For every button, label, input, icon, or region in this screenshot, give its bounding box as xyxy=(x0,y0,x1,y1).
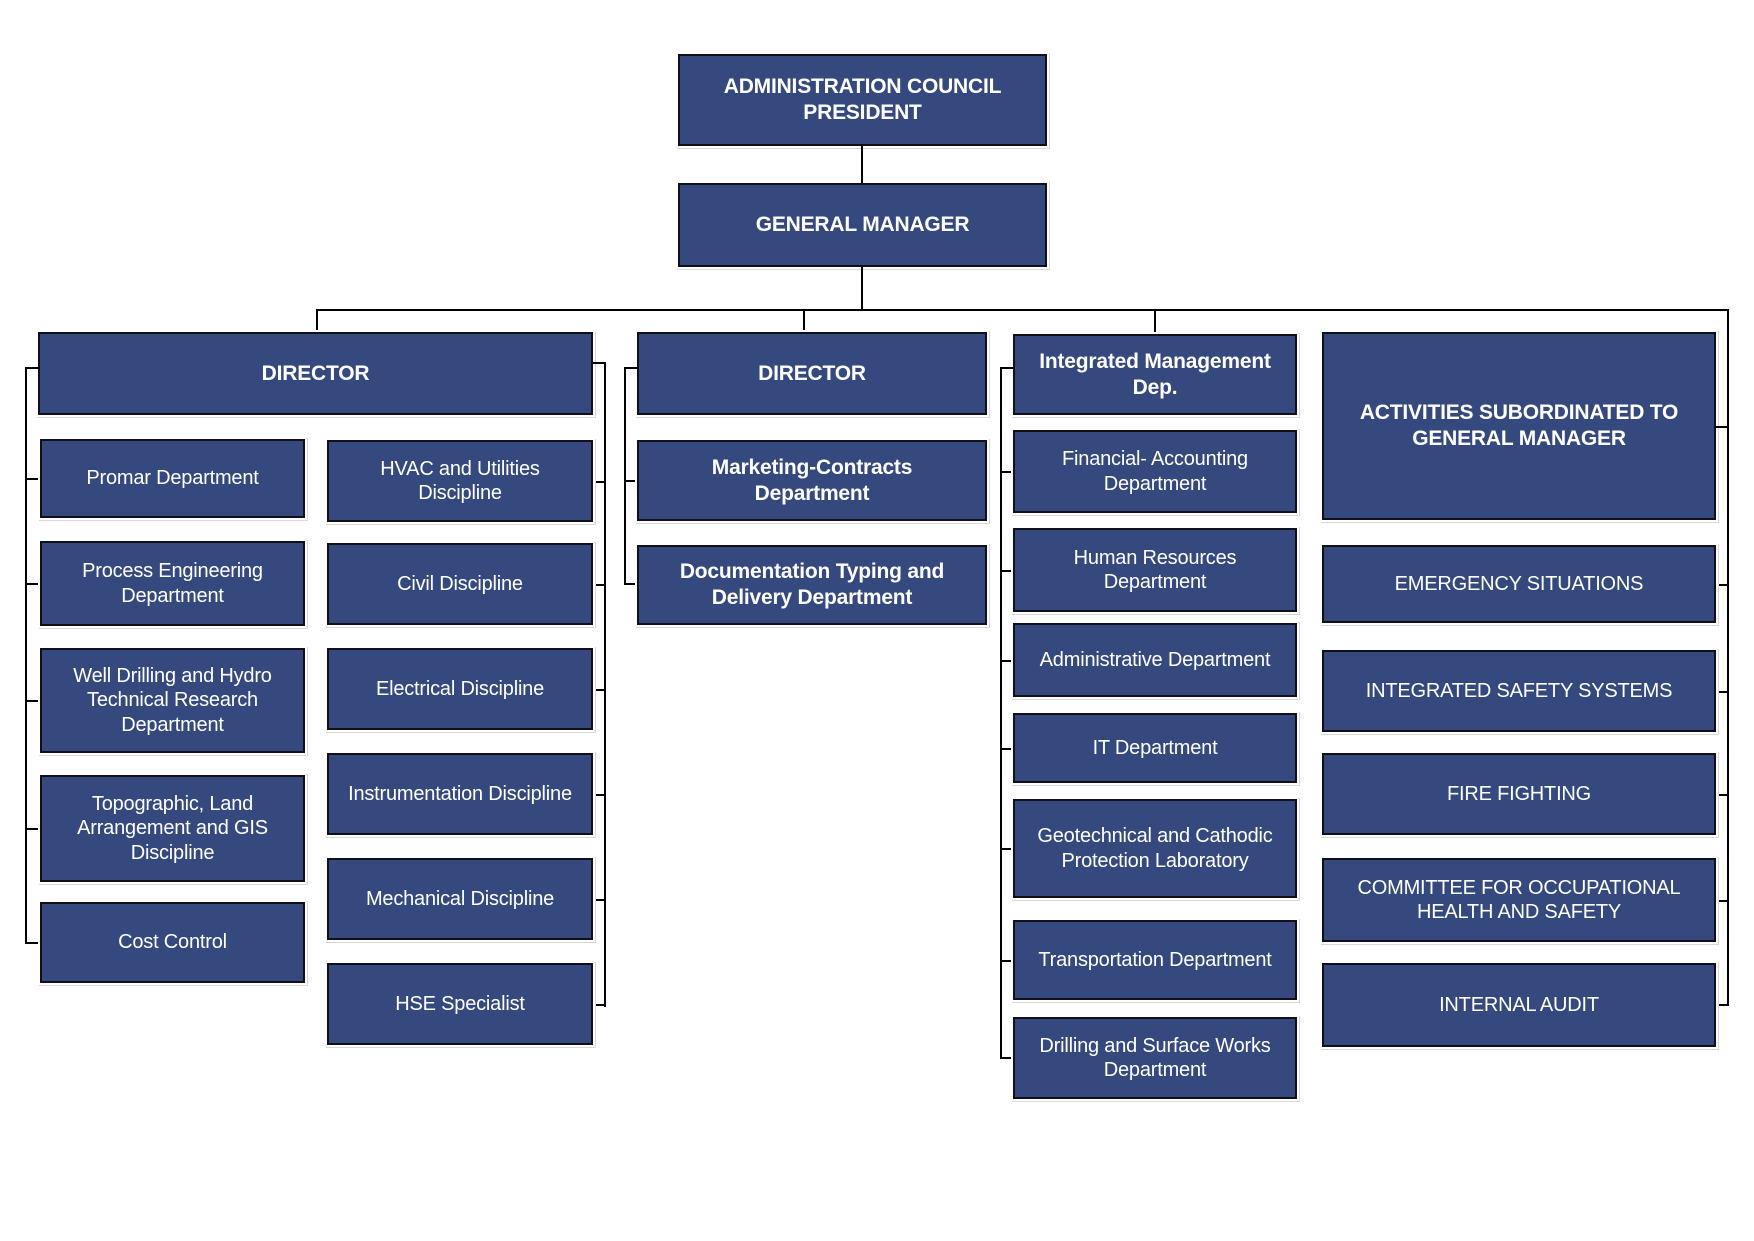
connector xyxy=(1154,309,1156,334)
connector xyxy=(1000,471,1015,473)
connector xyxy=(624,367,639,369)
box-marketing-contracts-department: Marketing-Contracts Department xyxy=(637,440,987,521)
box-internal-audit: INTERNAL AUDIT xyxy=(1322,963,1716,1047)
connector xyxy=(1000,367,1002,1059)
connector xyxy=(803,309,805,332)
connector xyxy=(1727,309,1729,1006)
box-promar-department: Promar Department xyxy=(40,439,305,518)
box-integrated-management-dep: Integrated Management Dep. xyxy=(1013,334,1297,415)
box-well-drilling-department: Well Drilling and Hydro Technical Resear… xyxy=(40,648,305,753)
box-fire-fighting: FIRE FIGHTING xyxy=(1322,753,1716,835)
connector xyxy=(316,309,1729,311)
box-mechanical-discipline: Mechanical Discipline xyxy=(327,858,593,940)
box-general-manager: GENERAL MANAGER xyxy=(678,183,1047,267)
box-cost-control: Cost Control xyxy=(40,902,305,983)
connector xyxy=(1000,570,1015,572)
connector xyxy=(593,899,606,901)
box-emergency-situations: EMERGENCY SITUATIONS xyxy=(1322,545,1716,623)
connector xyxy=(1716,1004,1729,1006)
connector xyxy=(1000,660,1015,662)
box-financial-accounting-department: Financial- Accounting Department xyxy=(1013,430,1297,513)
box-committee-occupational-health-safety: COMMITTEE FOR OCCUPATIONAL HEALTH AND SA… xyxy=(1322,858,1716,942)
box-director-1: DIRECTOR xyxy=(38,332,593,415)
box-human-resources-department: Human Resources Department xyxy=(1013,528,1297,612)
connector xyxy=(861,146,863,183)
connector xyxy=(25,942,42,944)
connector xyxy=(593,1004,606,1006)
connector xyxy=(1000,1057,1015,1059)
connector xyxy=(25,367,27,944)
connector xyxy=(593,362,606,364)
box-activities-subordinated-header: ACTIVITIES SUBORDINATED TO GENERAL MANAG… xyxy=(1322,332,1716,520)
connector xyxy=(316,309,318,332)
connector xyxy=(1716,794,1729,796)
connector xyxy=(1000,748,1015,750)
connector xyxy=(25,478,42,480)
box-civil-discipline: Civil Discipline xyxy=(327,543,593,625)
connector xyxy=(604,362,606,1007)
box-process-engineering-department: Process Engineering Department xyxy=(40,541,305,626)
connector xyxy=(25,583,42,585)
box-director-2: DIRECTOR xyxy=(637,332,987,415)
connector xyxy=(593,481,606,483)
connector xyxy=(1716,426,1729,428)
box-documentation-typing-delivery-department: Documentation Typing and Delivery Depart… xyxy=(637,545,987,625)
box-hse-specialist: HSE Specialist xyxy=(327,963,593,1045)
connector xyxy=(624,583,639,585)
box-administration-council-president: ADMINISTRATION COUNCIL PRESIDENT xyxy=(678,54,1047,146)
box-geotechnical-cathodic-laboratory: Geotechnical and Cathodic Protection Lab… xyxy=(1013,799,1297,898)
connector xyxy=(1000,367,1015,369)
box-administrative-department: Administrative Department xyxy=(1013,623,1297,697)
connector xyxy=(593,689,606,691)
connector xyxy=(624,367,626,584)
connector xyxy=(593,794,606,796)
connector xyxy=(1716,584,1729,586)
box-integrated-safety-systems: INTEGRATED SAFETY SYSTEMS xyxy=(1322,650,1716,732)
connector xyxy=(25,828,42,830)
connector xyxy=(1000,960,1015,962)
connector xyxy=(1716,691,1729,693)
box-electrical-discipline: Electrical Discipline xyxy=(327,648,593,730)
connector xyxy=(1000,848,1015,850)
box-drilling-surface-works-department: Drilling and Surface Works Department xyxy=(1013,1017,1297,1099)
box-hvac-utilities-discipline: HVAC and Utilities Discipline xyxy=(327,440,593,522)
box-transportation-department: Transportation Department xyxy=(1013,920,1297,1000)
box-topographic-gis-discipline: Topographic, Land Arrangement and GIS Di… xyxy=(40,775,305,882)
connector xyxy=(25,700,42,702)
connector xyxy=(861,267,863,310)
connector xyxy=(593,584,606,586)
connector xyxy=(25,367,40,369)
connector xyxy=(1716,900,1729,902)
box-instrumentation-discipline: Instrumentation Discipline xyxy=(327,753,593,835)
connector xyxy=(624,480,639,482)
box-it-department: IT Department xyxy=(1013,713,1297,783)
